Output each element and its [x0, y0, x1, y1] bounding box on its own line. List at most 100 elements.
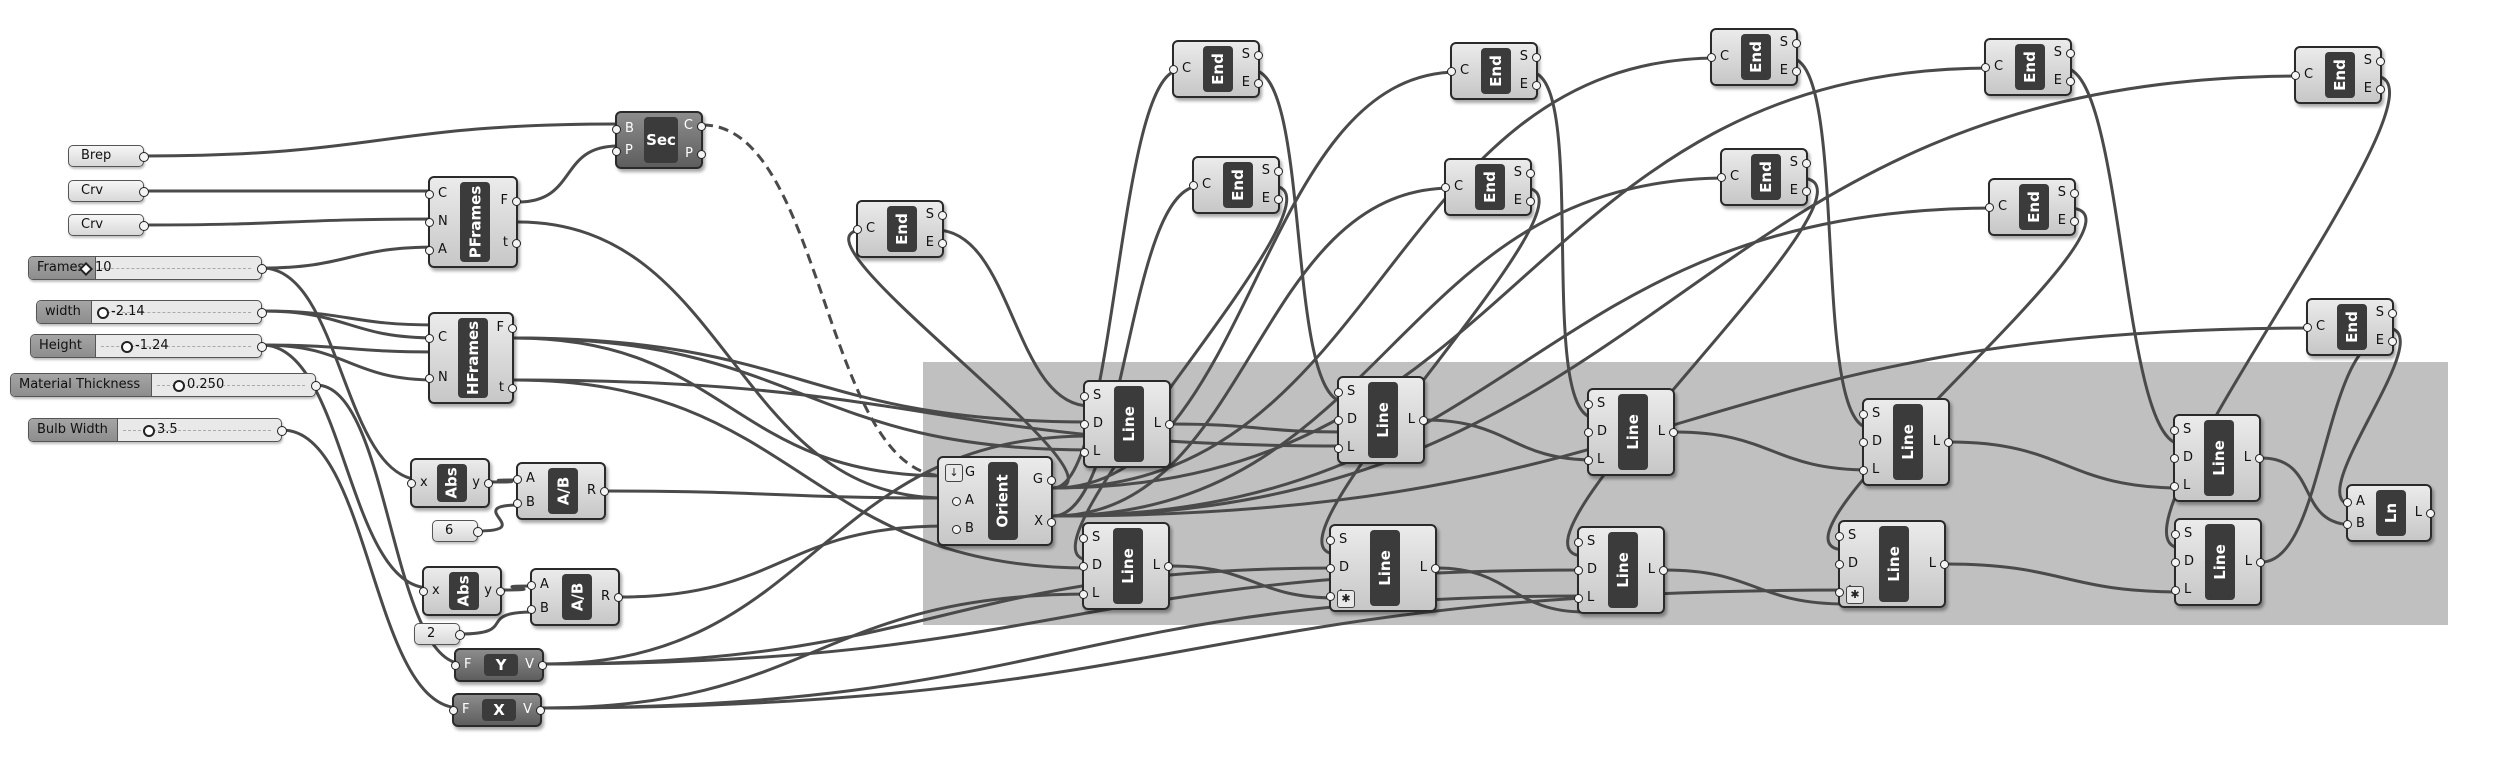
input-port-a[interactable]: A	[513, 471, 535, 486]
input-port-c[interactable]: C	[1446, 63, 1470, 78]
input-port-l[interactable]: L	[1078, 586, 1100, 601]
input-port-c[interactable]: C	[424, 186, 448, 201]
output-port-v[interactable]: V	[523, 702, 545, 717]
output-port-e[interactable]: E	[2363, 81, 2386, 96]
output-port-e[interactable]: E	[1779, 63, 1802, 78]
output-port-f[interactable]: F	[496, 320, 519, 335]
input-port-s[interactable]: S	[1834, 528, 1857, 543]
input-port-d[interactable]: D	[2170, 554, 2195, 569]
output-port-l[interactable]: L	[2414, 505, 2436, 520]
output-port-s[interactable]: S	[1789, 155, 1812, 170]
panel-two[interactable]: 2	[414, 623, 465, 645]
output-port-l[interactable]: L	[1647, 562, 1669, 577]
output-port-s[interactable]: S	[1519, 49, 1542, 64]
input-port-l[interactable]: L	[2169, 478, 2191, 493]
input-port-a[interactable]: A	[527, 577, 549, 592]
input-port-c[interactable]: C	[1188, 177, 1212, 192]
input-port-s[interactable]: S	[2170, 526, 2193, 541]
slider-track[interactable]	[97, 312, 251, 313]
input-port-l[interactable]: L	[2170, 582, 2192, 597]
output-port-f[interactable]: F	[500, 193, 523, 208]
output-port-l[interactable]: L	[1928, 556, 1950, 571]
input-port-s[interactable]: S	[1583, 396, 1606, 411]
output-port-e[interactable]: E	[1513, 193, 1536, 208]
input-port-c[interactable]: C	[1706, 49, 1730, 64]
output-port-e[interactable]: E	[1241, 75, 1264, 90]
output-port-r[interactable]: R	[586, 483, 610, 498]
panel-six[interactable]: 6	[432, 520, 483, 542]
input-port-l[interactable]: L	[1079, 444, 1101, 459]
slider-grip[interactable]	[173, 380, 185, 392]
input-port-b[interactable]: B	[527, 601, 549, 616]
output-port-s[interactable]: S	[1261, 163, 1284, 178]
output-port-l[interactable]: L	[1657, 424, 1679, 439]
slider-track[interactable]	[123, 430, 271, 431]
input-port-l[interactable]: L	[1333, 440, 1355, 455]
input-port-s[interactable]: S	[1325, 532, 1348, 547]
input-port-d[interactable]: D	[1583, 424, 1608, 439]
input-port-s[interactable]: S	[1573, 534, 1596, 549]
output-port-l[interactable]: L	[1419, 560, 1441, 575]
input-port-b[interactable]: B	[2343, 516, 2365, 531]
input-port-d[interactable]: D	[1834, 556, 1859, 571]
input-port-s[interactable]: S	[1079, 388, 1102, 403]
slider-grip[interactable]	[121, 341, 133, 353]
input-port-s[interactable]: S	[1078, 530, 1101, 545]
input-port-f[interactable]: F	[450, 657, 472, 672]
slider-track[interactable]	[157, 385, 305, 386]
input-port-x[interactable]: x	[419, 583, 440, 598]
input-port-d[interactable]: D	[1858, 434, 1883, 449]
input-port-f[interactable]: F	[448, 702, 470, 717]
output-port-g[interactable]: G	[1032, 472, 1057, 487]
output-port-y[interactable]: y	[484, 583, 505, 598]
input-port-n[interactable]: N	[425, 370, 448, 385]
slider-width[interactable]: width-2.14	[36, 300, 267, 324]
input-port-s[interactable]: S	[2169, 422, 2192, 437]
input-port-l[interactable]: L	[1583, 452, 1605, 467]
input-port-a[interactable]: A	[2343, 494, 2365, 509]
slider-track[interactable]	[101, 346, 251, 347]
slider-grip[interactable]	[97, 307, 109, 319]
input-port-c[interactable]: C	[852, 221, 876, 236]
input-port-a[interactable]: A	[425, 242, 447, 257]
output-port-s[interactable]: S	[1779, 35, 1802, 50]
input-port-c[interactable]: C	[1980, 59, 2004, 74]
output-port-c[interactable]: C	[683, 118, 707, 133]
output-port-l[interactable]: L	[1153, 416, 1175, 431]
input-port-b[interactable]: B	[612, 121, 634, 136]
output-port-s[interactable]: S	[2363, 53, 2386, 68]
output-port-e[interactable]: E	[1519, 77, 1542, 92]
input-port-c[interactable]: C	[1440, 179, 1464, 194]
output-port-l[interactable]: L	[2243, 450, 2265, 465]
input-port-s[interactable]: S	[1858, 406, 1881, 421]
input-port-c[interactable]: C	[424, 330, 448, 345]
output-port-t[interactable]: t	[502, 235, 522, 250]
input-port-d[interactable]: D	[1079, 416, 1104, 431]
output-port-e[interactable]: E	[925, 235, 948, 250]
input-port-c[interactable]: C	[2302, 319, 2326, 334]
slider-height[interactable]: Height-1.24	[30, 334, 267, 358]
input-port-g[interactable]: G	[951, 465, 976, 480]
